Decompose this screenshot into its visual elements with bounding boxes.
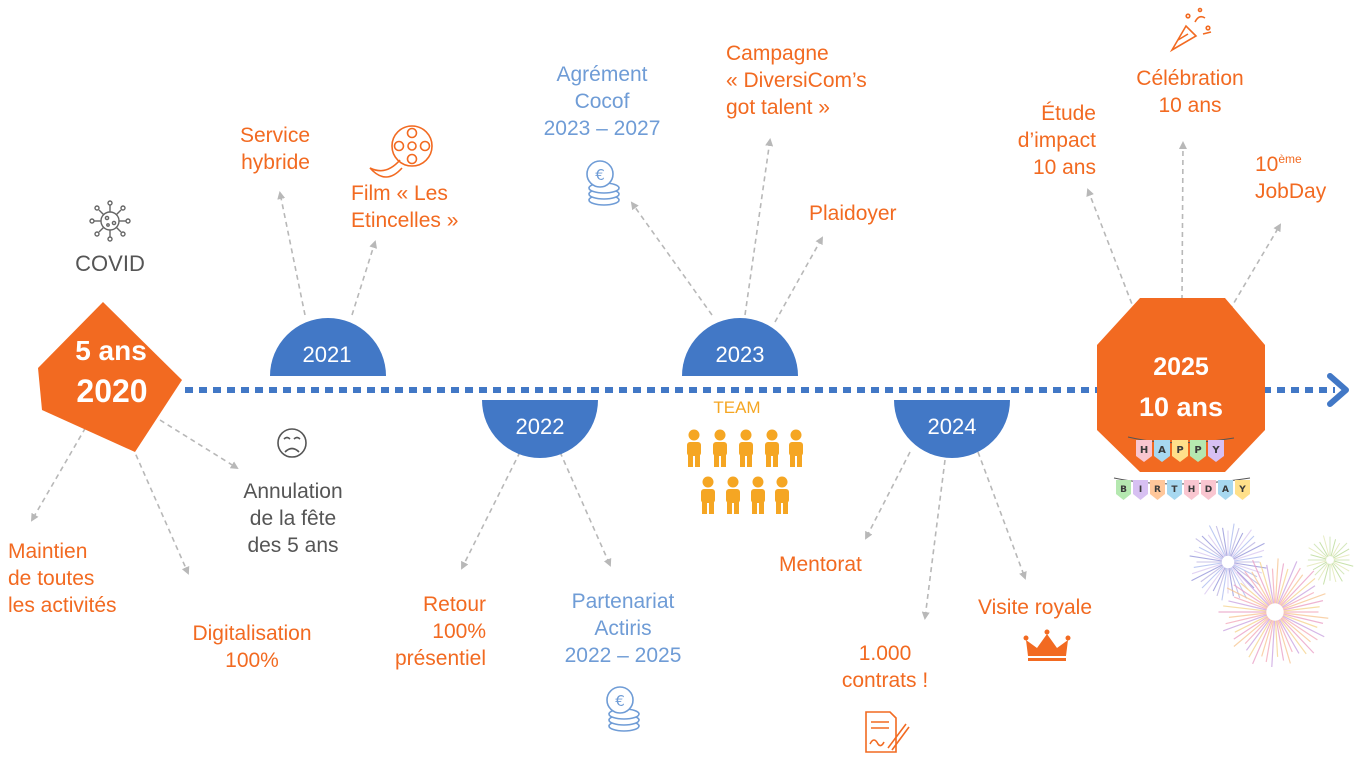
milestone-2020: 5 ans 2020 (38, 302, 182, 452)
banner-flag: A (1154, 440, 1170, 462)
firework-burst (1306, 535, 1354, 585)
party-popper-icon (1169, 7, 1212, 53)
svg-text:€: € (615, 692, 625, 710)
banner-letter: B (1120, 485, 1127, 495)
banner-flag: B (1116, 480, 1131, 500)
banner-flag: I (1133, 480, 1148, 500)
person-icon (739, 429, 753, 467)
banner-letter: H (1188, 485, 1196, 495)
banner-letter: Y (1211, 445, 1220, 456)
contract-icon (865, 711, 910, 753)
year-label-2021: 2021 (303, 342, 352, 367)
banner-flag: Y (1208, 440, 1224, 462)
milestone-2025-line2: 10 ans (1139, 392, 1223, 422)
virus-icon (89, 200, 131, 242)
banner-letter: P (1194, 445, 1201, 456)
fireworks-icon (1189, 523, 1354, 668)
banner-flag: T (1167, 480, 1182, 500)
banner-flag: D (1201, 480, 1216, 500)
year-marker-2022: 2022 (482, 400, 598, 458)
people-team-icon (687, 429, 803, 514)
euro-coins-icon-2023: € (586, 160, 620, 206)
film-reel-icon (369, 125, 433, 178)
sad-face-icon (277, 428, 307, 458)
banner-letter: Y (1238, 485, 1246, 495)
year-label-2023: 2023 (716, 342, 765, 367)
banner-letter: P (1176, 445, 1183, 456)
year-marker-2024: 2024 (894, 400, 1010, 458)
timeline-arrowhead-icon (1327, 373, 1349, 407)
milestone-2020-line2: 2020 (76, 373, 147, 409)
banner-letter: A (1222, 485, 1229, 495)
person-icon (726, 476, 740, 514)
person-icon (713, 429, 727, 467)
mentorat-label: Mentorat (779, 553, 862, 576)
banner-flag: A (1218, 480, 1233, 500)
banner-letter: A (1158, 445, 1166, 456)
year-marker-2021: 2021 (270, 318, 386, 376)
milestone-2025-line1: 2025 (1153, 353, 1209, 381)
banner-flag: P (1172, 440, 1188, 462)
visite-royale-label: Visite royale (978, 596, 1093, 619)
banner-letter: D (1205, 485, 1212, 495)
person-icon (701, 476, 715, 514)
banner-letter: R (1154, 485, 1161, 495)
firework-burst (1218, 558, 1329, 668)
banner-flag: Y (1235, 480, 1250, 500)
firework-burst (1189, 523, 1267, 601)
banner-letter: T (1171, 485, 1178, 495)
plaidoyer-label: Plaidoyer (809, 202, 897, 225)
person-icon (687, 429, 701, 467)
banner-letter: I (1139, 485, 1142, 495)
banner-flag: P (1190, 440, 1206, 462)
svg-text:€: € (595, 166, 605, 184)
covid-label: COVID (75, 251, 145, 276)
milestone-2020-line1: 5 ans (75, 335, 147, 366)
person-icon (789, 429, 803, 467)
jobday-label: 10ème JobDay (1255, 152, 1327, 203)
banner-flag: H (1184, 480, 1199, 500)
person-icon (765, 429, 779, 467)
banner-flag: R (1150, 480, 1165, 500)
banner-flag: H (1136, 440, 1152, 462)
euro-coins-icon-2022: € (606, 686, 640, 732)
year-marker-2023: 2023 (682, 318, 798, 376)
person-icon (751, 476, 765, 514)
banner-letter: H (1140, 445, 1148, 456)
connector-arrows (30, 138, 1282, 620)
year-label-2022: 2022 (516, 414, 565, 439)
team-label: TEAM (713, 398, 760, 417)
crown-icon (1023, 629, 1071, 661)
person-icon (775, 476, 789, 514)
year-label-2024: 2024 (928, 414, 977, 439)
milestone-2025: 2025 10 ans (1097, 298, 1265, 472)
